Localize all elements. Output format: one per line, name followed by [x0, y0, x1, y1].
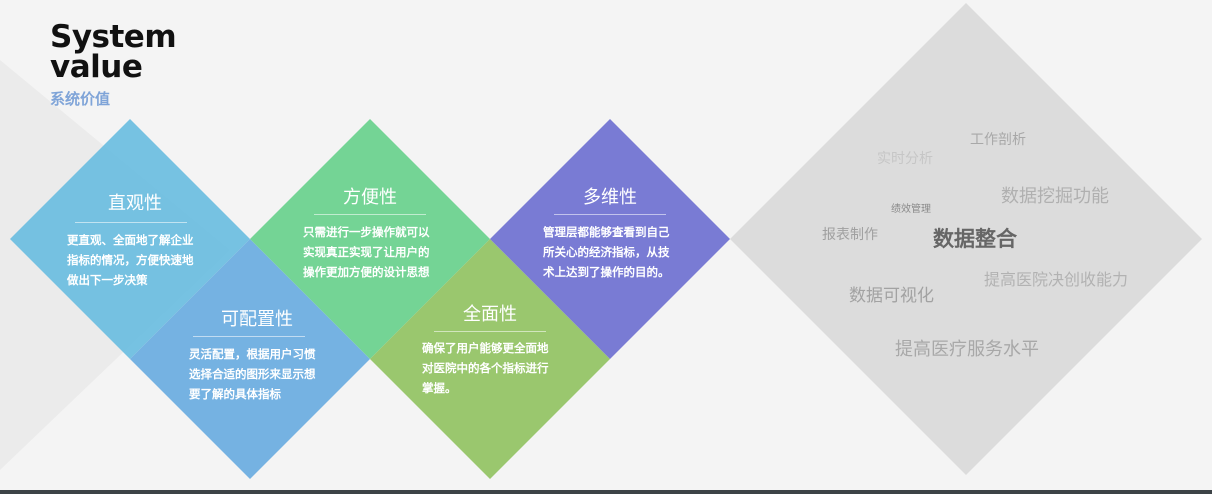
card-line: 做出下一步决策 [67, 273, 148, 287]
keyword-income: 提高医院决创收能力 [984, 270, 1129, 289]
keyword-service: 提高医疗服务水平 [895, 339, 1039, 360]
card-line: 指标的情况，方便快速地 [67, 253, 194, 267]
card-line: 确保了用户能够更全面地 [422, 341, 549, 355]
section-heading: System value 系统价值 [50, 19, 177, 109]
card-body-multidimensional: 管理层都能够查看到自己 所关心的经济指标，从技 术上达到了操作的目的。 [543, 222, 670, 282]
card-title-comprehensive: 全面性 [463, 304, 517, 325]
card-divider [193, 336, 305, 337]
gray-diamond [730, 3, 1202, 475]
keyword-visualization: 数据可视化 [849, 286, 934, 306]
card-line: 只需进行一步操作就可以 [303, 225, 430, 239]
card-body-configurable: 灵活配置，根据用户习惯 选择合适的图形来显示想 要了解的具体指标 [189, 344, 316, 404]
card-line: 实现真正实现了让用户的 [303, 245, 430, 259]
keyword-data-integration: 数据整合 [933, 227, 1017, 251]
card-title-multidimensional: 多维性 [583, 187, 637, 208]
keyword-work-analysis: 工作剖析 [970, 132, 1026, 148]
keyword-performance: 绩效管理 [891, 204, 931, 215]
heading-subtitle: 系统价值 [50, 90, 111, 108]
keyword-data-mining: 数据挖掘功能 [1001, 186, 1109, 207]
card-title-configurable: 可配置性 [221, 309, 293, 330]
card-divider [314, 214, 426, 215]
card-body-comprehensive: 确保了用户能够更全面地 对医院中的各个指标进行 掌握。 [422, 338, 549, 398]
keyword-realtime-analysis: 实时分析 [877, 151, 933, 167]
card-line: 术上达到了操作的目的。 [543, 265, 670, 279]
card-divider [554, 214, 666, 215]
card-line: 掌握。 [422, 381, 457, 395]
card-line: 灵活配置，根据用户习惯 [189, 347, 316, 361]
diamond-multidimensional [490, 119, 730, 359]
card-line: 管理层都能够查看到自己 [543, 225, 670, 239]
card-divider [75, 222, 187, 223]
card-title-intuitive: 直观性 [108, 193, 162, 214]
keyword-report: 报表制作 [822, 227, 878, 243]
card-line: 所关心的经济指标，从技 [543, 245, 670, 259]
card-line: 对医院中的各个指标进行 [422, 361, 549, 375]
card-title-convenient: 方便性 [343, 187, 397, 208]
card-line: 选择合适的图形来显示想 [189, 367, 316, 381]
card-line: 操作更加方便的设计思想 [303, 265, 430, 279]
heading-title-line2: value [50, 49, 143, 85]
heading-title-line1: System [50, 19, 177, 55]
bottom-bar [0, 490, 1212, 494]
card-body-intuitive: 更直观、全面地了解企业 指标的情况，方便快速地 做出下一步决策 [67, 230, 194, 290]
card-line: 要了解的具体指标 [189, 387, 281, 401]
card-divider [434, 331, 546, 332]
card-body-convenient: 只需进行一步操作就可以 实现真正实现了让用户的 操作更加方便的设计思想 [303, 222, 430, 282]
card-line: 更直观、全面地了解企业 [67, 233, 194, 247]
